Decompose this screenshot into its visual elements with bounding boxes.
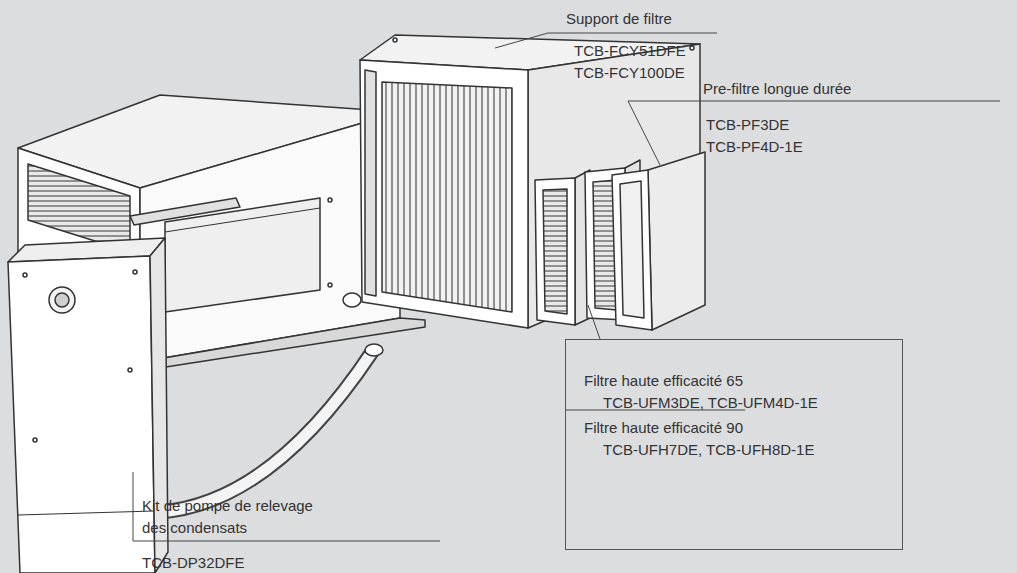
leader-line bbox=[133, 472, 134, 541]
control-panel bbox=[165, 198, 320, 312]
part-label: Filtre haute efficacité 90 bbox=[584, 417, 743, 439]
label-underline bbox=[133, 541, 440, 542]
part-label: Pre-filtre longue durée bbox=[703, 78, 851, 100]
pump-front bbox=[8, 256, 155, 573]
pump-seam bbox=[18, 511, 154, 515]
model-code: TCB-PF4D-1E bbox=[706, 136, 803, 158]
pipe bbox=[343, 293, 361, 307]
screw bbox=[128, 368, 132, 372]
pump-outlet bbox=[55, 293, 69, 307]
label-underline bbox=[548, 33, 717, 34]
support-frame bbox=[365, 70, 376, 296]
screw bbox=[133, 270, 137, 274]
model-code: TCB-FCY51DFE bbox=[574, 40, 686, 62]
prefilter-side bbox=[648, 152, 705, 330]
model-code: TCB-FCY100DE bbox=[574, 62, 685, 84]
pump-outlet bbox=[49, 287, 75, 313]
support-front bbox=[360, 60, 528, 328]
screw bbox=[690, 46, 694, 50]
model-code: TCB-UFH7DE, TCB-UFH8D-1E bbox=[603, 439, 814, 461]
leader-line bbox=[495, 33, 548, 48]
support-grille bbox=[382, 82, 512, 312]
panel-edge bbox=[165, 208, 320, 232]
filter-65 bbox=[535, 178, 575, 325]
screw bbox=[328, 198, 332, 202]
prefilter-media bbox=[620, 181, 644, 318]
leader-lines bbox=[133, 33, 1000, 541]
screw bbox=[328, 283, 332, 287]
part-label: Filtre haute efficacité 65 bbox=[584, 370, 743, 392]
model-code: TCB-PF3DE bbox=[706, 114, 789, 136]
leader-line bbox=[628, 101, 660, 165]
filters bbox=[535, 152, 705, 330]
screw bbox=[23, 273, 27, 277]
prefilter bbox=[612, 170, 652, 330]
screw bbox=[33, 438, 37, 442]
leader-line bbox=[588, 305, 600, 339]
air-grille bbox=[28, 164, 130, 252]
part-label: Support de filtre bbox=[566, 8, 672, 30]
filter-callout-box: Filtre haute efficacité 65TCB-UFM3DE, TC… bbox=[565, 339, 903, 550]
drain-hose bbox=[160, 344, 383, 512]
model-code: TCB-DP32DFE bbox=[142, 552, 245, 573]
filter-media bbox=[543, 189, 567, 314]
part-label: Kit de pompe de relevage des condensats bbox=[142, 495, 322, 539]
screw bbox=[393, 38, 397, 42]
model-code: TCB-UFM3DE, TCB-UFM4D-1E bbox=[603, 392, 818, 414]
label-underline bbox=[628, 101, 1000, 102]
